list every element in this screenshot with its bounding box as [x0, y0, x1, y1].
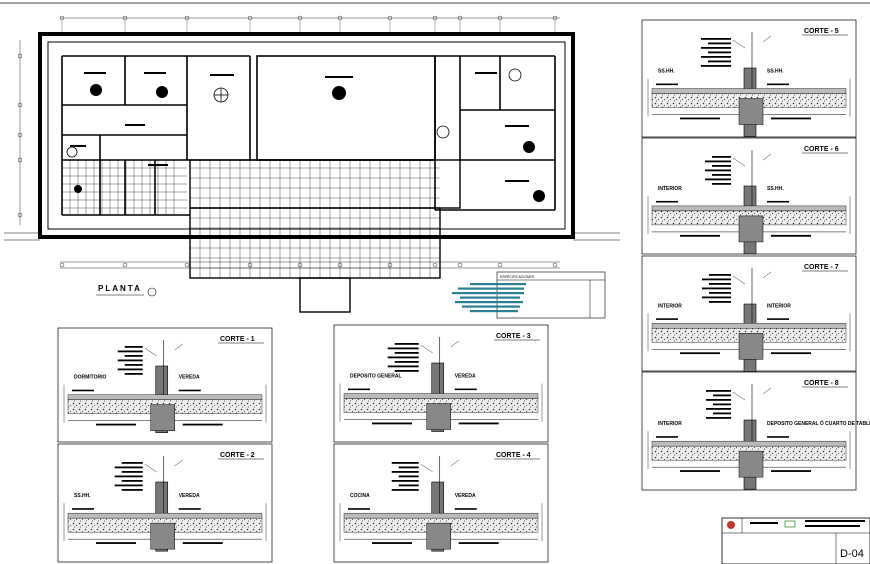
section-c2: CORTE - 2 SS.HH. VEREDA: [57, 443, 273, 563]
logo-icon: [727, 521, 735, 529]
section-title: CORTE - 4: [496, 452, 531, 459]
section-c8: CORTE - 8 INTERIOR DEPOSITO GENERAL Ó CUAR…: [641, 371, 870, 491]
section-left-label: INTERIOR: [658, 186, 682, 192]
section-right-label: INTERIOR: [767, 303, 791, 309]
section-right-label: SS.HH.: [767, 186, 784, 192]
section-title: CORTE - 3: [496, 333, 531, 340]
section-left-label: DEPOSITO GENERAL: [350, 374, 402, 380]
seal-icon: [784, 520, 796, 528]
legend-title: ESPECIFICACIONES: [500, 275, 535, 279]
section-title: CORTE - 7: [804, 264, 839, 271]
section-left-label: INTERIOR: [658, 421, 682, 427]
section-title: CORTE - 5: [804, 28, 839, 35]
section-title: CORTE - 1: [220, 336, 255, 343]
section-left-label: SS.HH.: [74, 493, 91, 499]
floor-plan: PLANTA: [4, 15, 620, 313]
section-c7: CORTE - 7 INTERIOR INTERIOR: [641, 255, 857, 372]
section-right-label: VEREDA: [179, 493, 200, 499]
section-left-label: COCINA: [350, 493, 370, 499]
section-c4: CORTE - 4 COCINA VEREDA: [333, 443, 549, 563]
section-c6: CORTE - 6 INTERIOR SS.HH.: [641, 137, 857, 255]
section-left-label: SS.HH.: [658, 69, 675, 75]
sheet-number: D-04: [840, 548, 864, 560]
title-block: [721, 517, 870, 564]
section-left-label: INTERIOR: [658, 303, 682, 309]
section-right-label: VEREDA: [179, 375, 200, 381]
section-right-label: SS.HH.: [767, 69, 784, 75]
specifications-legend: ESPECIFICACIONES: [452, 271, 606, 319]
section-c5: CORTE - 5 SS.HH. SS.HH.: [641, 19, 857, 138]
section-right-label: VEREDA: [455, 374, 476, 380]
plan-title: PLANTA: [98, 284, 142, 293]
section-right-label: VEREDA: [455, 493, 476, 499]
section-left-label: DORMITORIO: [74, 375, 107, 381]
section-right-label: DEPOSITO GENERAL Ó CUARTO DE TABLEROS: [767, 419, 870, 427]
section-title: CORTE - 6: [804, 146, 839, 153]
section-title: CORTE - 2: [220, 452, 255, 459]
section-c1: CORTE - 1 DORMITORIO VEREDA: [57, 327, 273, 443]
section-title: CORTE - 8: [804, 380, 839, 387]
section-c3: CORTE - 3 DEPOSITO GENERAL VEREDA: [333, 324, 549, 443]
